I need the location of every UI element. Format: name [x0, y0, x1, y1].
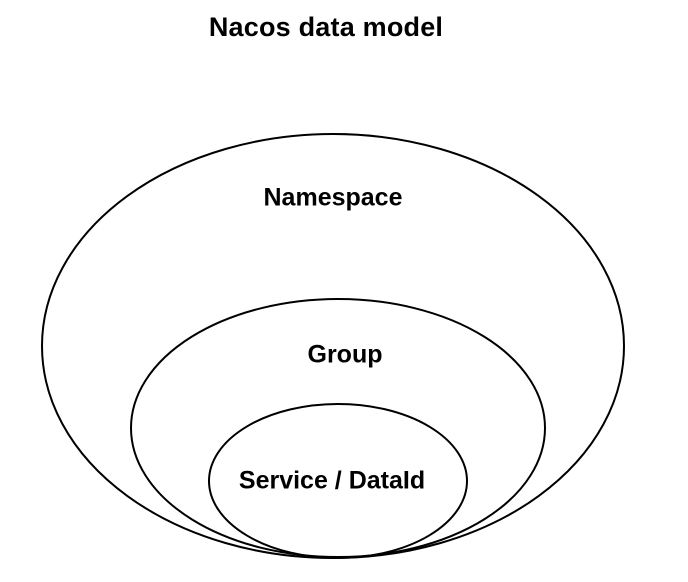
ellipse-service-dataid	[208, 403, 468, 559]
label-group: Group	[307, 340, 383, 369]
label-namespace: Namespace	[263, 183, 403, 212]
page-title: Nacos data model	[208, 12, 444, 42]
label-service-dataid: Service / DataId	[238, 466, 426, 495]
